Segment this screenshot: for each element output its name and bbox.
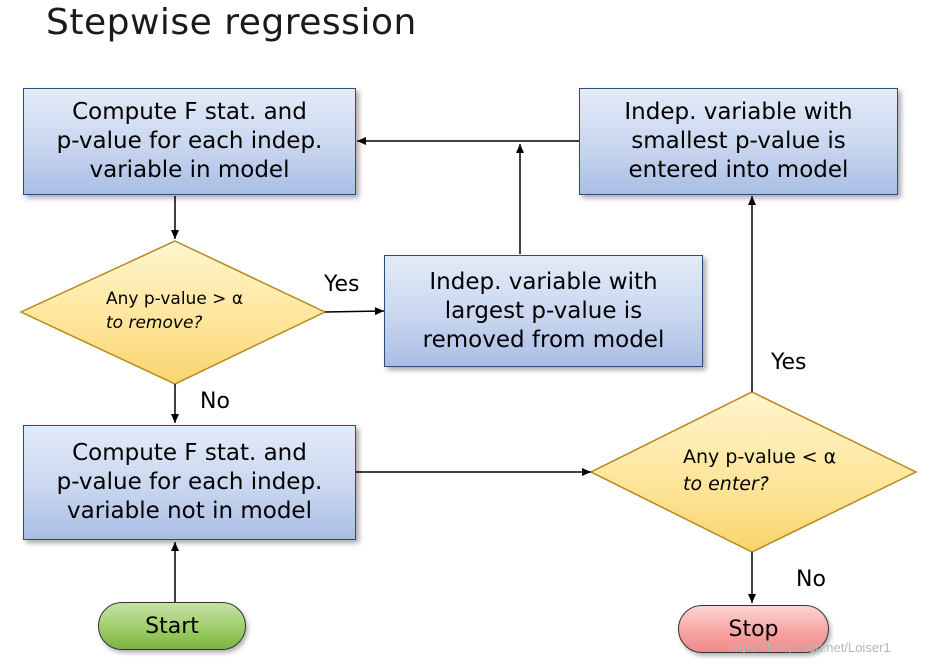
entered-line-1: Indep. variable with (624, 99, 853, 125)
yes-enter-label: Yes (771, 350, 807, 375)
entered-into-model-box: Indep. variable with smallest p-value is… (579, 88, 898, 195)
removed-line-3: removed from model (422, 326, 665, 353)
stop-label: Stop (728, 616, 779, 642)
enter-decision-line-2: to enter? (683, 473, 769, 495)
yes-remove-label: Yes (324, 272, 360, 297)
entered-line-3: entered into model (628, 157, 849, 183)
compute-in-line-2: p-value for each indep. (56, 128, 323, 154)
compute-not-line-1: Compute F stat. and (72, 440, 307, 466)
enter-decision-line-1: Any p-value < α (683, 446, 837, 468)
compute-not-line-3: variable not in model (67, 498, 312, 524)
removed-line-1: Indep. variable with (429, 268, 658, 295)
removed-from-model-box: Indep. variable with largest p-value is … (384, 255, 703, 367)
remove-decision-text: Any p-value > α to remove? (106, 287, 243, 335)
entered-line-2: smallest p-value is (631, 128, 846, 154)
start-label: Start (145, 613, 199, 639)
stop-terminal: Stop (678, 605, 829, 653)
page-title: Stepwise regression (46, 2, 417, 43)
remove-decision-line-1: Any p-value > α (106, 289, 244, 309)
compute-in-line-1: Compute F stat. and (72, 99, 307, 125)
no-remove-label: No (200, 389, 230, 414)
remove-decision-line-2: to remove? (106, 313, 203, 333)
arrow-yes-to-removed (324, 307, 385, 316)
compute-not-line-2: p-value for each indep. (56, 469, 323, 495)
start-terminal: Start (98, 602, 246, 650)
no-enter-label: No (796, 567, 826, 592)
watermark-text: https://blog.csdn.net/Loiser1 (728, 640, 891, 655)
compute-in-model-box: Compute F stat. and p-value for each ind… (23, 88, 356, 195)
removed-line-2: largest p-value is (444, 297, 643, 324)
compute-not-in-model-box: Compute F stat. and p-value for each ind… (23, 425, 356, 540)
enter-decision-text: Any p-value < α to enter? (683, 444, 836, 498)
compute-in-line-3: variable in model (89, 157, 290, 183)
